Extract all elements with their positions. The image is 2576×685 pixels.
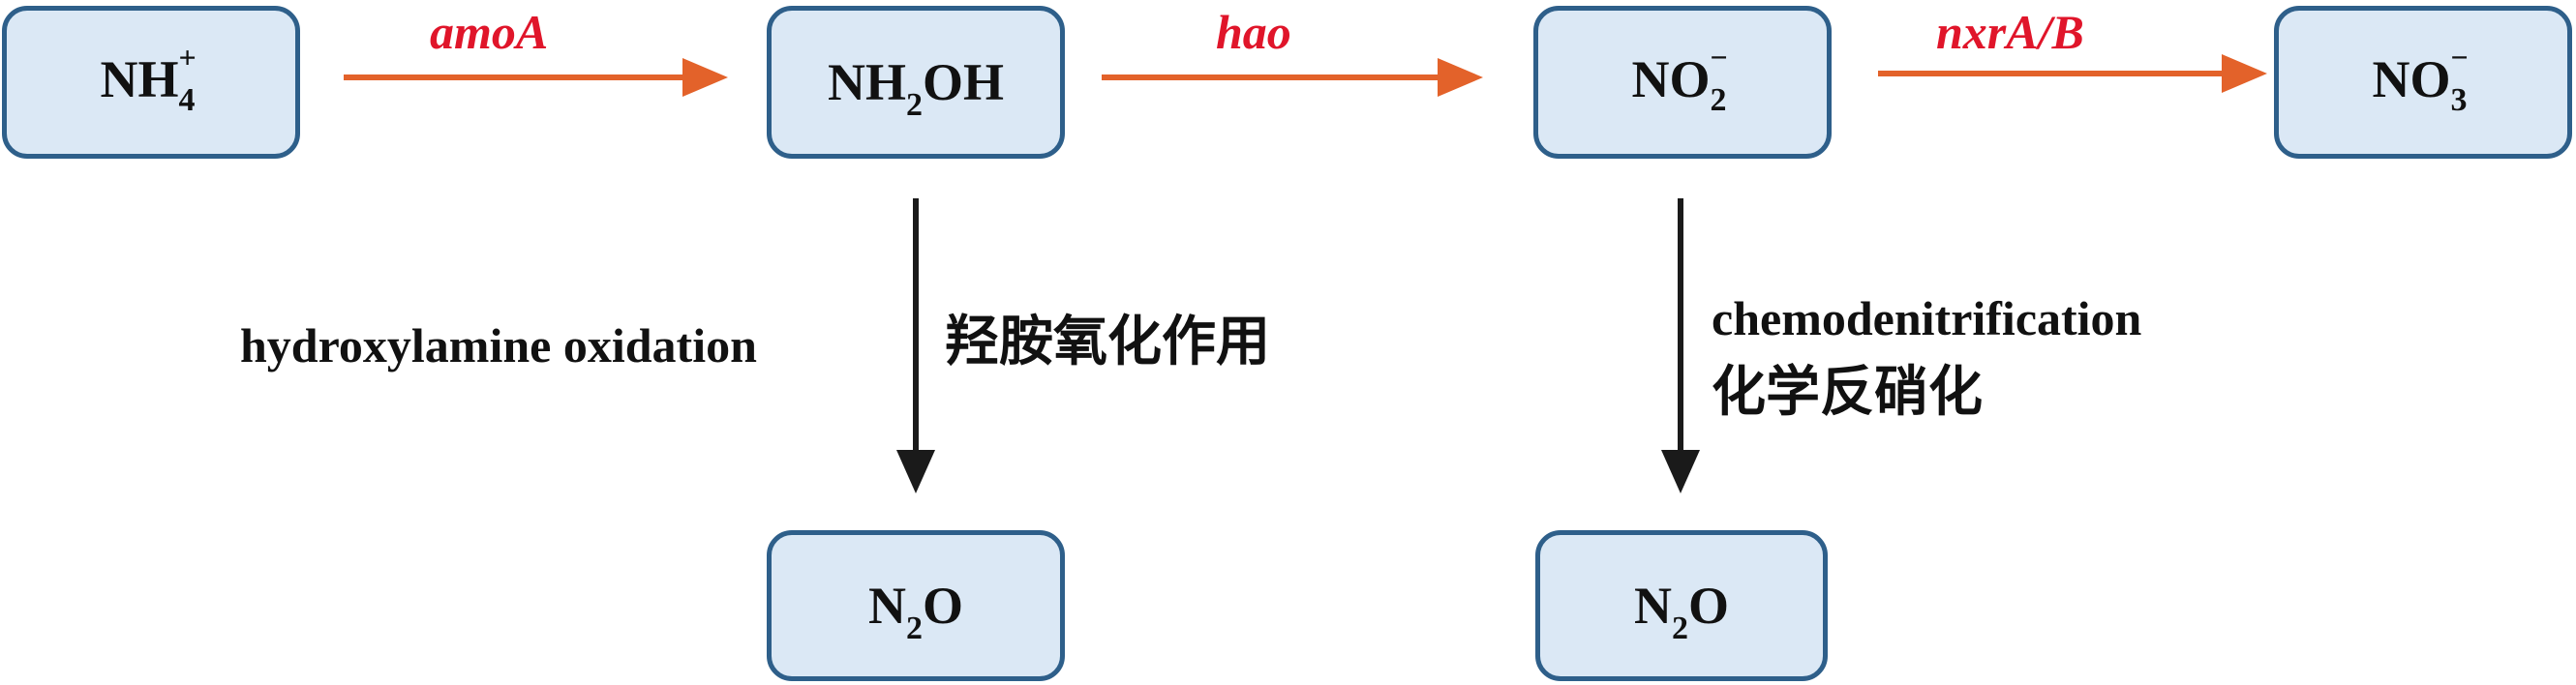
n2o-left-base: N — [867, 577, 906, 635]
no2-sub: 2 — [1710, 81, 1727, 118]
no2-scripts: −2 — [1711, 42, 1734, 117]
nh2oh-formula: NH2OH — [827, 53, 1004, 122]
node-n2o-left: N2O — [767, 530, 1065, 681]
node-no3: NO−3 — [2274, 6, 2572, 159]
no3-formula: NO−3 — [2372, 42, 2474, 117]
n2o-right-formula: N2O — [1633, 577, 1729, 645]
no3-base: NO — [2372, 50, 2451, 109]
nh4-formula: NH+4 — [100, 42, 202, 117]
chemodenitrification-zh-label: 化学反硝化 — [1712, 361, 1983, 424]
n2o-right-rest: O — [1687, 577, 1729, 635]
no3-scripts: −3 — [2451, 42, 2474, 117]
no2-formula: NO−2 — [1631, 42, 1734, 117]
n2o-left-formula: N2O — [867, 577, 963, 645]
n2o-left-sub: 2 — [905, 611, 923, 646]
chemodenitrification-label: chemodenitrification — [1712, 291, 2142, 345]
n2o-right-base: N — [1633, 577, 1672, 635]
nh4-scripts: +4 — [179, 42, 202, 117]
nh2oh-sub: 2 — [905, 87, 923, 123]
enzyme-amoA-label: amoA — [430, 5, 549, 59]
arrow-nxr — [1878, 54, 2267, 93]
node-nh4: NH+4 — [2, 6, 300, 159]
node-nh2oh: NH2OH — [767, 6, 1065, 159]
nh4-sup: + — [178, 39, 197, 74]
enzyme-hao-label: hao — [1216, 5, 1291, 59]
arrow-hao — [1102, 58, 1483, 97]
nh4-base: NH — [100, 50, 179, 109]
enzyme-nxr-label: nxrA/B — [1936, 5, 2084, 59]
nh2oh-rest: OH — [922, 53, 1004, 111]
n2o-left-rest: O — [922, 577, 963, 635]
no3-sup: − — [2450, 39, 2469, 74]
arrow-amoA — [344, 58, 728, 97]
node-no2: NO−2 — [1533, 6, 1832, 159]
no2-base: NO — [1631, 50, 1711, 109]
hydroxylamine-oxidation-zh-label: 羟胺氧化作用 — [945, 311, 1270, 373]
hydroxylamine-oxidation-label: hydroxylamine oxidation — [240, 318, 757, 372]
no2-sup: − — [1710, 39, 1728, 74]
node-n2o-right: N2O — [1535, 530, 1828, 681]
nh4-sub: 4 — [178, 81, 196, 118]
arrow-chemodenitrification — [1661, 198, 1700, 493]
n2o-right-sub: 2 — [1671, 611, 1688, 646]
no3-sub: 3 — [2450, 81, 2468, 118]
arrow-hydroxylamine-oxidation — [896, 198, 935, 493]
nh2oh-base: NH — [827, 53, 906, 111]
